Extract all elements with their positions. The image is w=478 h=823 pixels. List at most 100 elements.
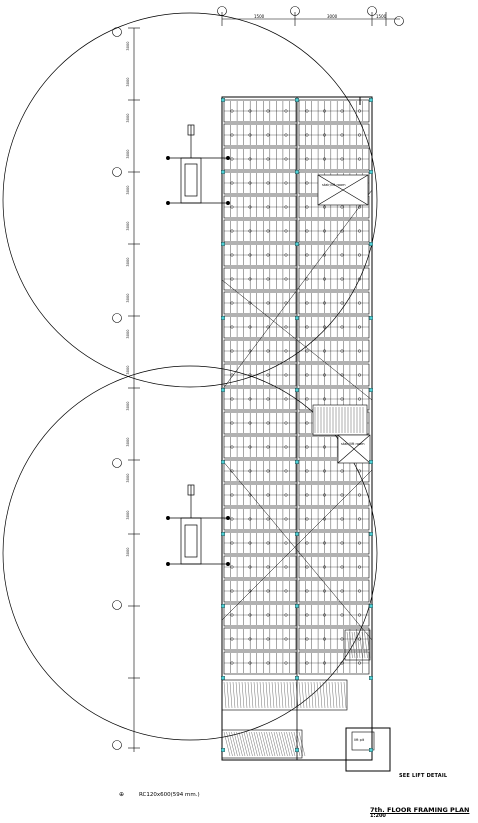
hatch-line <box>226 681 230 709</box>
left-dimension-text: 3000 <box>126 437 130 447</box>
upper-stair-room <box>317 174 369 206</box>
legend-beam-text: RC120x600(594 mm.) <box>139 792 200 798</box>
lower-stair-label: stair/lift room <box>341 442 365 446</box>
hatch-line <box>286 731 293 757</box>
column-marker <box>295 98 299 102</box>
hatch-line <box>359 631 363 659</box>
slab-panel <box>298 627 370 651</box>
column-marker <box>369 532 373 536</box>
slab-panel <box>298 651 370 675</box>
slab-panel <box>223 363 297 387</box>
hatch-line <box>258 731 266 757</box>
slab-panel <box>223 387 297 411</box>
hatch-line <box>366 631 371 659</box>
tower-crane-lower <box>166 484 230 566</box>
column-marker <box>369 604 373 608</box>
column-marker <box>221 98 225 102</box>
column-marker <box>295 170 299 174</box>
left-dimension-text: 3000 <box>126 257 130 267</box>
slab-panel <box>298 483 370 507</box>
column-marker <box>221 316 225 320</box>
left-dimension-text: 3000 <box>126 113 130 123</box>
column-marker <box>221 242 225 246</box>
hatch-line <box>232 681 236 709</box>
hatch-line <box>235 681 239 709</box>
hatch-line <box>259 681 263 709</box>
hatch-line <box>277 681 281 709</box>
slab-panel <box>223 507 297 531</box>
slab-panel <box>298 99 370 123</box>
left-grid-bubbles <box>112 27 122 750</box>
lower-stair-room <box>312 404 371 464</box>
lift-box-label: lift pit <box>354 738 365 742</box>
hatch-line <box>304 681 308 709</box>
column-marker <box>369 676 373 680</box>
hatch-line <box>340 681 344 709</box>
hatch-line <box>253 731 261 757</box>
left-dimension-text: 3000 <box>126 329 130 339</box>
hatch-line <box>233 731 241 757</box>
left-dimension-text: 3000 <box>126 401 130 411</box>
hatch-line <box>256 681 260 709</box>
slab-panel <box>223 579 297 603</box>
hatch-line <box>307 681 311 709</box>
hatch-line <box>337 681 341 709</box>
hatch-line <box>229 681 233 709</box>
slab-panel <box>223 411 297 435</box>
slab-panel <box>298 219 370 243</box>
slab-panel <box>223 219 297 243</box>
hatch-line <box>236 731 243 757</box>
hatch-line <box>241 731 248 757</box>
hatch-line <box>346 631 351 659</box>
slab-panel <box>223 243 297 267</box>
left-dimension-texts: 3000300030003000300030003000300030003000… <box>126 41 130 557</box>
top-dimension-3: 1500 <box>376 14 387 19</box>
column-marker <box>221 676 225 680</box>
slab-panel <box>223 435 297 459</box>
column-marker <box>295 388 299 392</box>
hatch-line <box>263 731 271 757</box>
slab-panel <box>298 123 370 147</box>
slab-panel <box>298 363 370 387</box>
slab-panel <box>223 483 297 507</box>
hatch-line <box>298 681 302 709</box>
hatch-line <box>364 631 368 659</box>
tower-crane-upper <box>166 124 230 205</box>
column-marker <box>369 170 373 174</box>
column-markers <box>221 98 373 752</box>
hatch-line <box>331 681 335 709</box>
left-dimension-text: 3000 <box>126 547 130 557</box>
left-dimension-text: 3000 <box>126 41 130 51</box>
top-dimension-2: 3000 <box>327 14 338 19</box>
hatch-line <box>292 681 296 709</box>
column-marker <box>369 98 373 102</box>
slab-panel <box>223 531 297 555</box>
hatch-line <box>238 731 246 757</box>
left-dimension-text: 3000 <box>126 77 130 87</box>
hatch-line <box>286 681 290 709</box>
column-marker <box>295 316 299 320</box>
hatch-line <box>244 681 248 709</box>
slab-panel <box>298 507 370 531</box>
slab-panel <box>298 147 370 171</box>
slab-panel <box>223 651 297 675</box>
slab-panel <box>298 555 370 579</box>
slab-panel <box>223 459 297 483</box>
hatch-line <box>283 681 287 709</box>
hatch-line <box>265 681 269 709</box>
hatch-line <box>256 731 263 757</box>
hatch-line <box>334 681 338 709</box>
hatch-line <box>241 681 245 709</box>
column-marker <box>295 532 299 536</box>
hatch-line <box>322 681 326 709</box>
hatch-line <box>274 681 278 709</box>
hatch-line <box>228 731 236 757</box>
slab-panel <box>298 267 370 291</box>
left-dimension-text: 3000 <box>126 510 130 520</box>
hatch-line <box>288 731 296 757</box>
hatch-line <box>278 731 286 757</box>
hatch-line <box>238 681 242 709</box>
column-marker <box>221 532 225 536</box>
hatch-line <box>328 681 332 709</box>
